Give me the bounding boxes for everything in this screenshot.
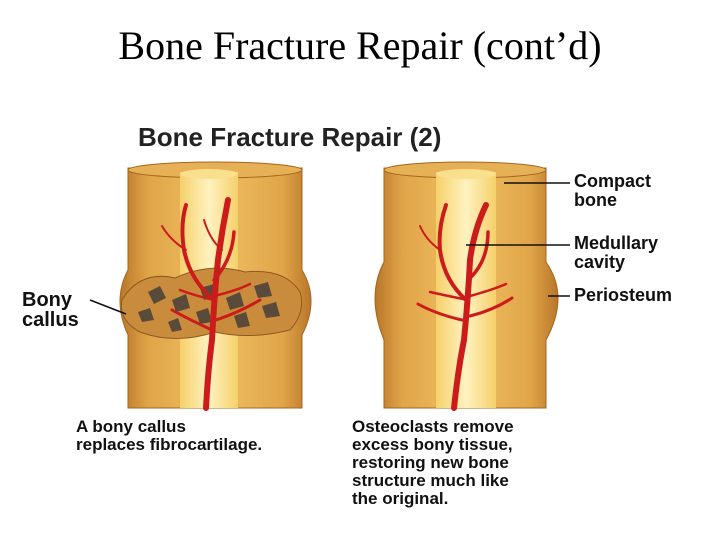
label-bony-callus: Bony callus (22, 289, 79, 331)
left-bone (119, 161, 312, 411)
right-bone (374, 161, 559, 411)
label-medullary-cavity: Medullary cavity (574, 233, 659, 272)
left-blood-vessels (161, 197, 262, 411)
caption-left: A bony callus replaces fibrocartilage. (76, 417, 263, 454)
leader-lines (89, 182, 570, 315)
bony-callus-leader (89, 299, 127, 315)
label-compact-bone: Compact bone (574, 171, 652, 210)
slide-title: Bone Fracture Repair (cont’d) (118, 23, 602, 68)
caption-right: Osteoclasts remove excess bony tissue, r… (352, 417, 514, 508)
label-periosteum: Periosteum (574, 285, 673, 305)
right-blood-vessels (416, 202, 514, 411)
figure-title: Bone Fracture Repair (2) (138, 122, 442, 152)
